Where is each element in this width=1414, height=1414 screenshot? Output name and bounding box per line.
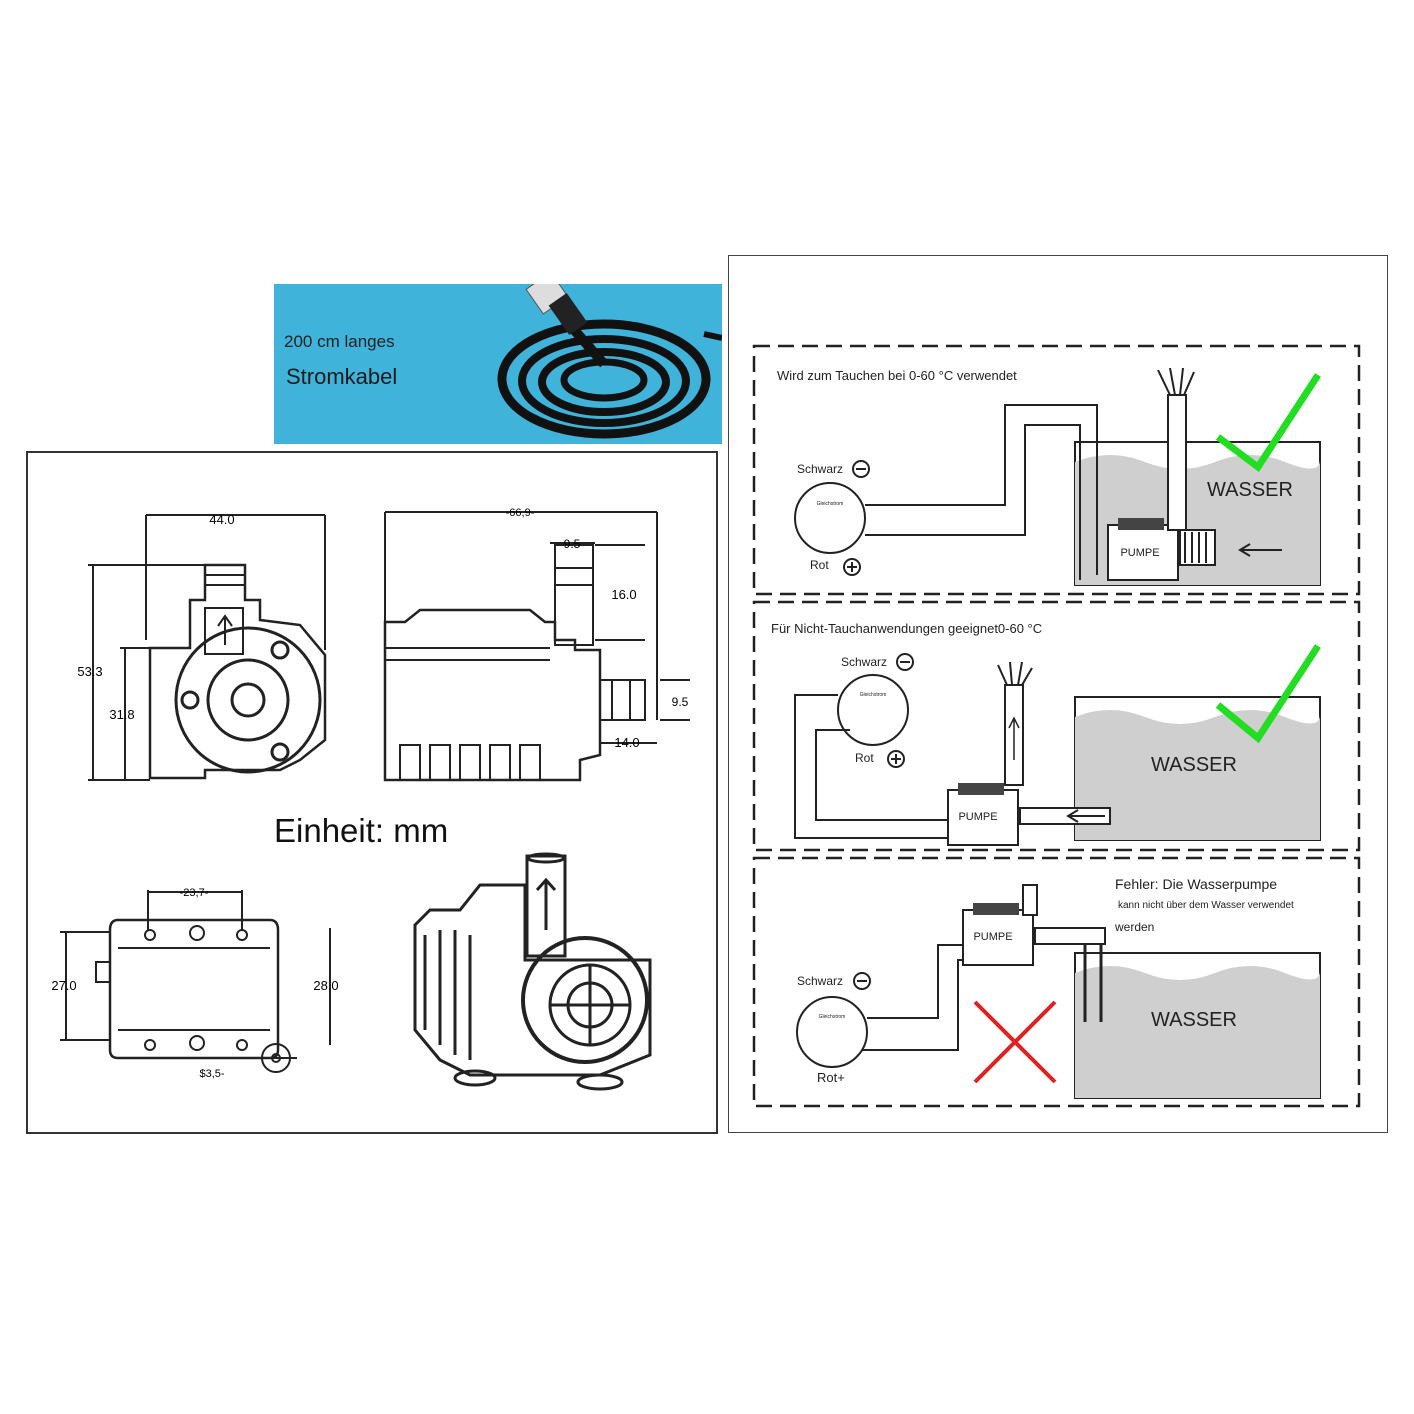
power-supply-3 <box>796 996 868 1068</box>
scenario-3-caption-2: kann nicht über dem Wasser verwendet <box>1118 900 1294 911</box>
dim-base-left: 27.0 <box>51 978 76 993</box>
scenario-3-water: WASSER <box>1151 1009 1237 1031</box>
check-icon <box>1215 373 1321 473</box>
scenario-1-frame <box>752 344 1361 596</box>
scenario-1-supply: Gleichstrom <box>817 501 844 507</box>
dim-outlet-height: 16.0 <box>611 587 636 602</box>
plus-icon <box>843 558 861 576</box>
check-icon <box>1215 644 1321 744</box>
cable-banner: 200 cm langes Stromkabel <box>274 284 722 444</box>
scenario-1-caption: Wird zum Tauchen bei 0-60 °C verwendet <box>777 368 1017 383</box>
scenario-3-red: Rot+ <box>817 1070 845 1085</box>
scenario-2-black: Schwarz <box>841 655 887 669</box>
minus-icon <box>852 460 870 478</box>
pump-3 <box>962 909 1034 966</box>
scenario-2-water: WASSER <box>1151 754 1237 776</box>
scenario-2-red: Rot <box>855 751 874 765</box>
minus-icon <box>853 972 871 990</box>
minus-icon <box>896 653 914 671</box>
scenario-2-supply: Gleichstrom <box>860 692 887 698</box>
usb-cable-icon <box>497 284 722 439</box>
scenario-2-pump: PUMPE <box>958 811 997 823</box>
scenario-1-red: Rot <box>810 558 829 572</box>
dim-inlet-length: 14.0 <box>614 735 639 750</box>
scenario-3-diagram <box>796 884 1321 1099</box>
scenario-2-caption: Für Nicht-Tauchanwendungen geeignet0-60 … <box>771 621 1042 636</box>
dimension-drawing-panel <box>26 451 718 1134</box>
power-supply-2 <box>837 674 909 746</box>
scenario-3-black: Schwarz <box>797 974 843 988</box>
scenario-2-diagram <box>794 644 1321 846</box>
scenario-1-pump: PUMPE <box>1120 547 1159 559</box>
dim-hole-diameter: $3,5- <box>199 1068 224 1080</box>
scenario-3-supply: Gleichstrom <box>819 1014 846 1020</box>
scenario-1-black: Schwarz <box>797 462 843 476</box>
water-fill-3 <box>1075 966 1320 1098</box>
dim-inlet-diameter: 9.5 <box>672 695 689 709</box>
cable-title-text: Stromkabel <box>286 364 398 389</box>
cable-length-text: 200 cm langes <box>284 332 395 351</box>
dim-base-right: 28.0 <box>313 978 338 993</box>
unit-label: Einheit: mm <box>274 812 449 849</box>
pump-perspective-view <box>413 852 652 1091</box>
dim-front-height: 53.3 <box>77 664 102 679</box>
scenario-3-caption-3: werden <box>1114 920 1154 934</box>
dim-front-width: 44.0 <box>209 512 234 527</box>
scenario-1-water: WASSER <box>1207 479 1293 501</box>
scenario-3-pump: PUMPE <box>973 931 1012 943</box>
dim-side-length: -66,9- <box>506 507 535 519</box>
scenario-3-frame <box>752 856 1361 1108</box>
plus-icon <box>887 750 905 768</box>
cross-icon <box>973 1000 1057 1084</box>
dim-front-lower: 31.8 <box>109 707 134 722</box>
power-supply-1 <box>794 482 866 554</box>
pump-side-view <box>383 511 690 782</box>
pump-base-view <box>60 890 331 1073</box>
scenario-2-frame <box>752 600 1361 852</box>
pump-front-view <box>88 514 327 781</box>
usage-scenarios-panel <box>728 255 1388 1133</box>
scenario-3-caption-1: Fehler: Die Wasserpumpe <box>1115 876 1277 892</box>
dim-outlet-width: 9.5 <box>564 537 581 551</box>
dim-base-spacing: -23,7- <box>180 887 209 899</box>
scenario-1-diagram <box>794 367 1321 586</box>
pump-1 <box>1107 524 1179 581</box>
pump-2 <box>947 789 1019 846</box>
